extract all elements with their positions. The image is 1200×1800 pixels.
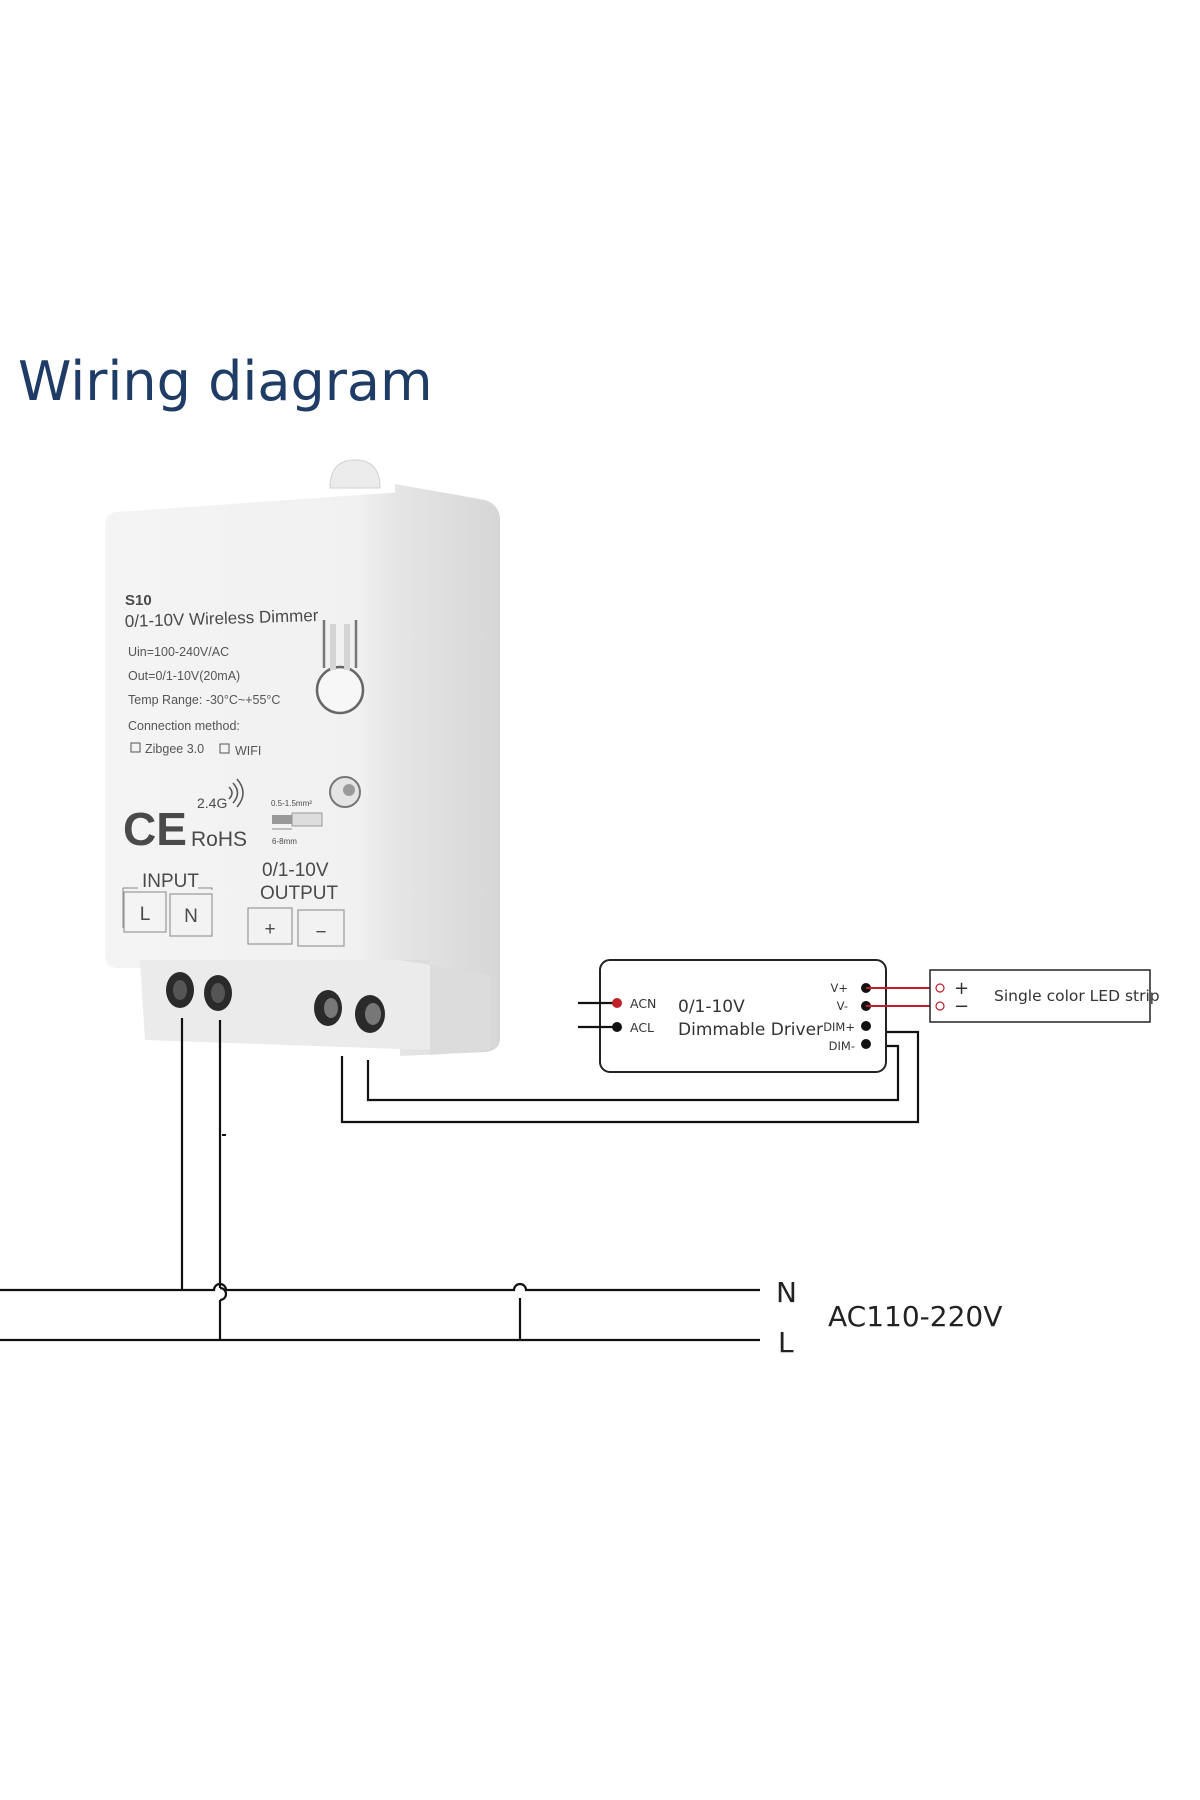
dimmable-driver: ACN ACL 0/1-10V Dimmable Driver V+ V- DI… [578,959,887,1073]
driver-pin-acn: ACN [630,996,656,1011]
wire-mains-n [0,1282,760,1292]
input-terminal-l [123,891,167,933]
screw-terminal-minus [355,995,385,1033]
driver-box [599,959,887,1073]
driver-pin-acl: ACL [630,1020,654,1035]
driver-pin-vplus: V+ [830,981,848,995]
wire-gauge: 0.5-1.5mm² [271,799,312,808]
output-terminal-plus [247,907,293,945]
option-wifi: WIFI [235,744,261,758]
driver-pin-dimminus: DIM- [829,1039,855,1053]
input-terminal-n [169,893,213,937]
device-front [105,492,402,968]
keyhole-slot [315,620,365,715]
screw-terminal-plus [314,990,342,1026]
device-side [395,484,500,1056]
wiring [0,1018,920,1342]
band-label: 2.4G [197,795,227,811]
screw-terminal-n [204,975,232,1011]
led-strip-plus: + [954,978,969,999]
wifi-checkbox [219,743,230,754]
dimmer-model: S10 [125,592,152,609]
wire-output-plus-to-dim-plus [340,1030,920,1124]
mains-l-label: L [778,1326,794,1359]
screw-terminal-l [166,972,194,1008]
option-zigbee: Zibgee 3.0 [145,742,204,756]
ce-mark: CE [123,803,187,855]
wireless-icon [228,778,244,808]
input-terminal-n-label: N [184,906,198,927]
led-strip: + − Single color LED strip [929,969,1160,1023]
dimmer-device: S10 0/1-10V Wireless Dimmer Uin=100-240V… [105,459,500,1056]
dimmer-connection-method: Connection method: [128,719,240,733]
mains-voltage: AC110-220V [828,1300,1002,1333]
dimmer-temp-range: Temp Range: -30°C~+55°C [128,693,280,707]
led-strip-box [929,969,1151,1023]
mains-n-label: N [776,1276,797,1309]
output-terminal-minus [297,909,345,947]
mounting-tab [329,459,381,489]
led-strip-minus: − [954,996,969,1017]
input-label: INPUT [142,871,199,892]
dimmer-uin: Uin=100-240V/AC [128,645,229,659]
pairing-button [329,776,361,808]
output-label-line2: OUTPUT [260,883,339,904]
output-terminal-plus-label: + [264,919,275,940]
rohs-mark: RoHS [191,828,247,851]
output-label-line1: 0/1-10V [262,860,329,881]
driver-title-line1: 0/1-10V [678,997,745,1017]
led-strip-label: Single color LED strip [994,987,1160,1005]
strip-length: 6-8mm [272,837,297,846]
acl-pin [612,1022,622,1032]
dimmer-out: Out=0/1-10V(20mA) [128,669,240,683]
zigbee-checkbox [130,742,141,753]
acn-pin [612,998,622,1008]
driver-pin-dimplus: DIM+ [823,1020,855,1034]
page-title: Wiring diagram [18,350,433,413]
driver-pin-vminus: V- [837,999,848,1013]
driver-title-line2: Dimmable Driver [678,1020,823,1040]
wire-output-minus-to-dim-minus [366,1044,900,1102]
output-terminal-minus-label: − [315,922,326,943]
input-terminal-l-label: L [140,904,151,925]
wire-strip-icon [272,812,323,830]
